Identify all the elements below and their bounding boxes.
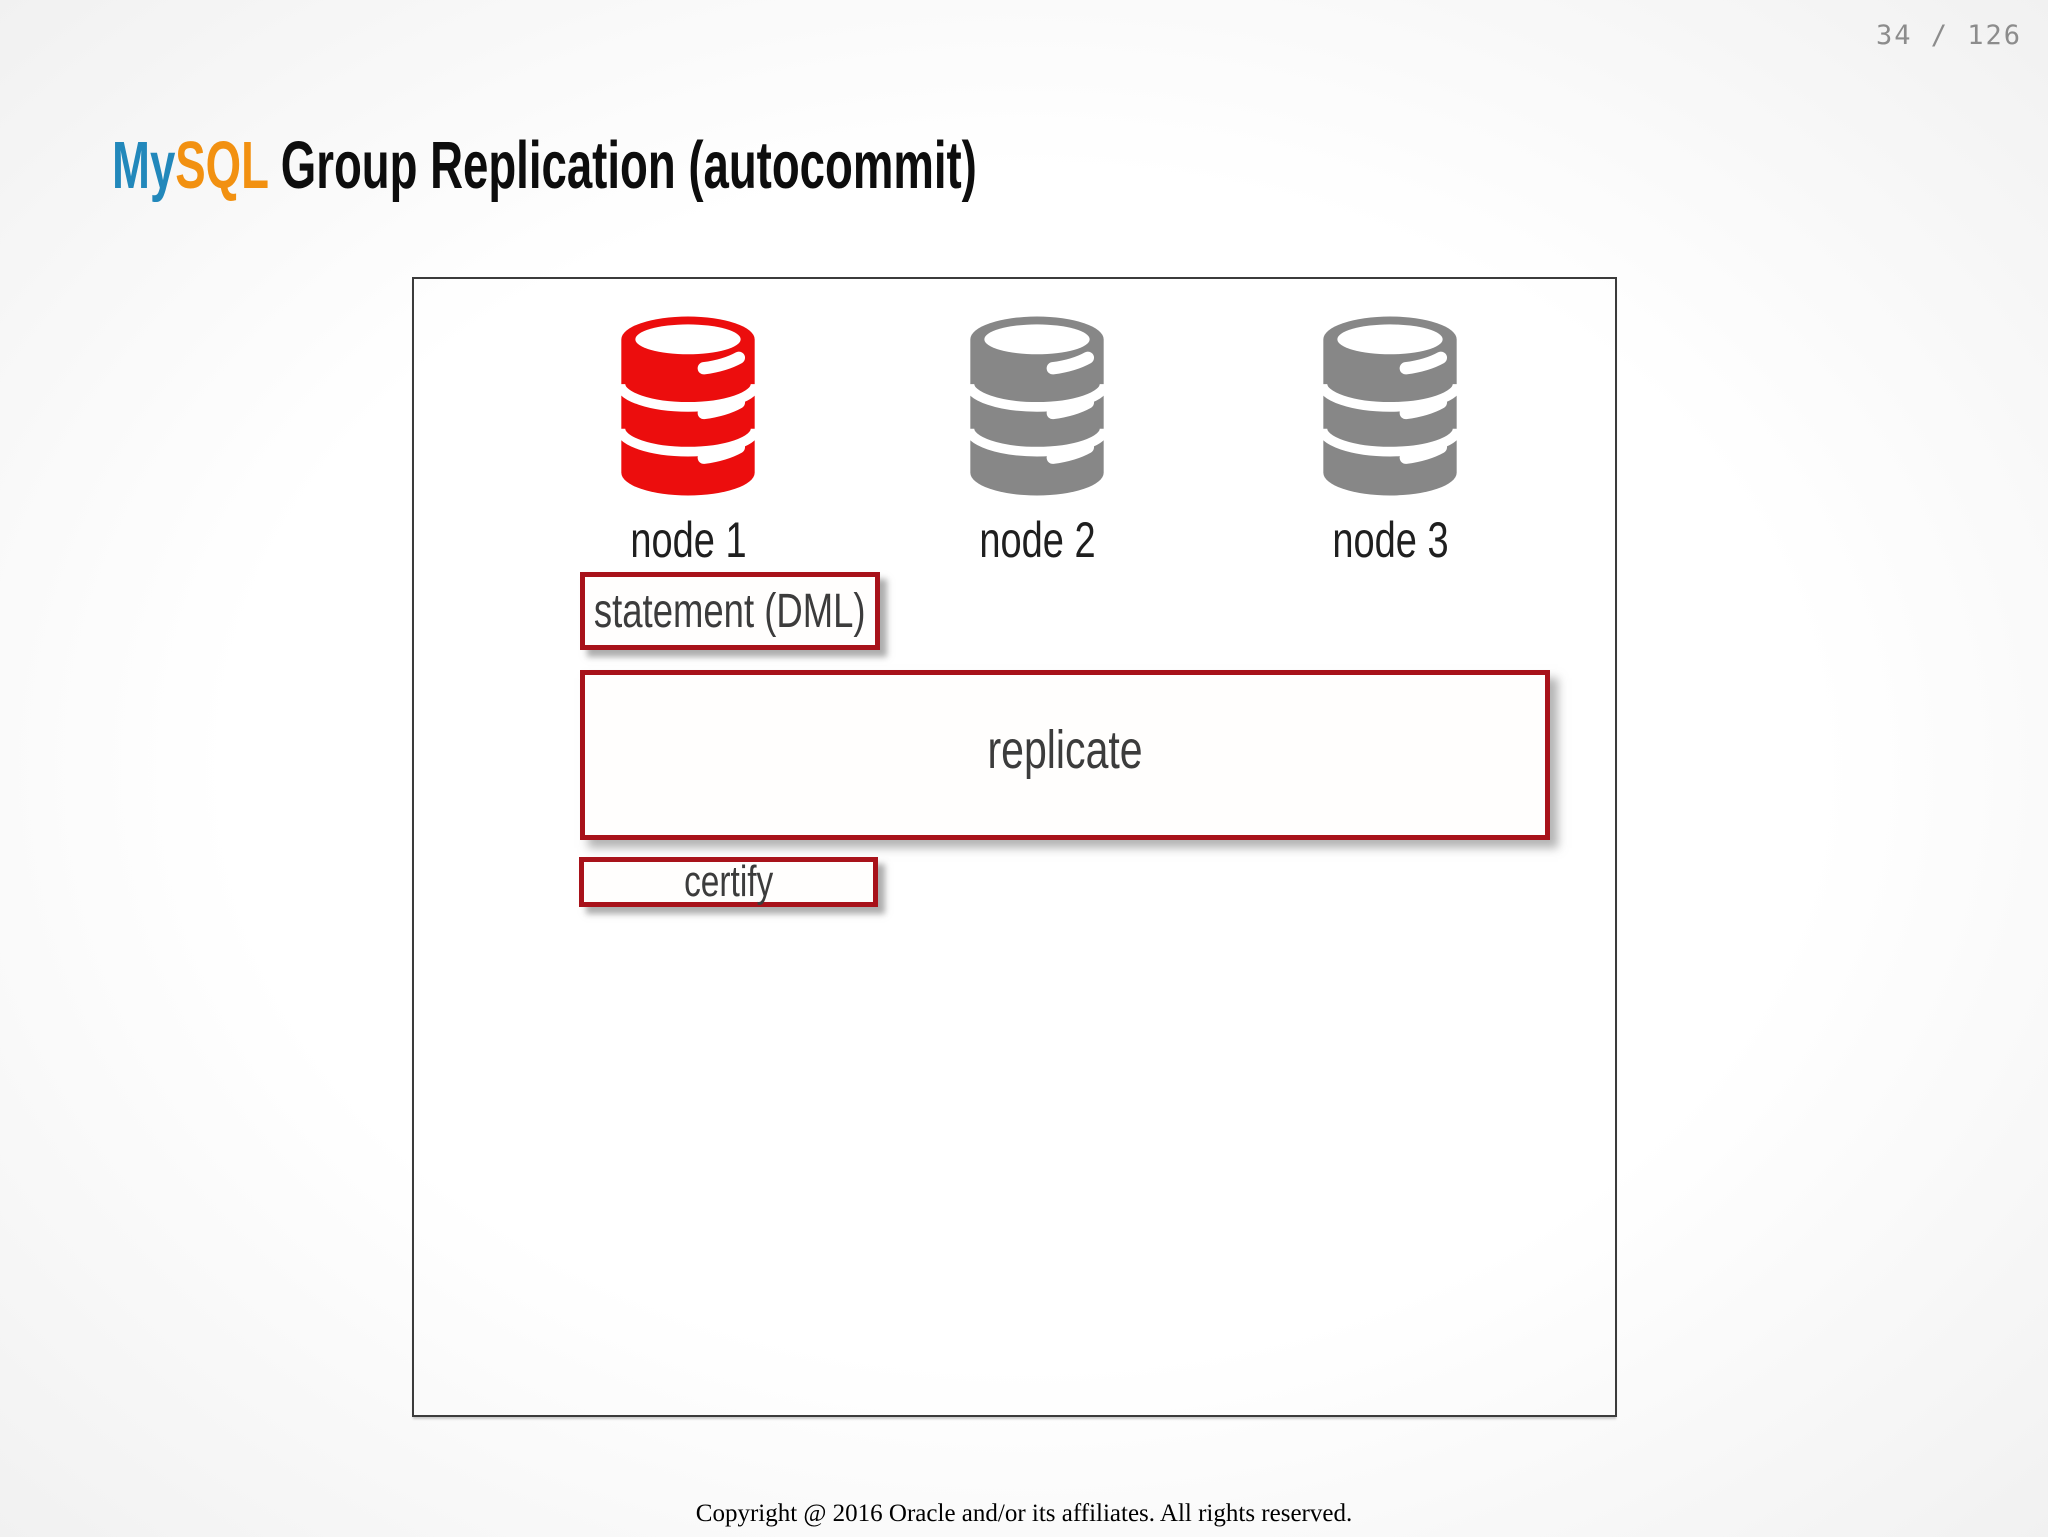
slide-title: MySQL Group Replication (autocommit) (112, 130, 977, 202)
title-brand-my: My (112, 128, 176, 203)
database-icon (615, 316, 761, 496)
node-3-group: node 3 (1260, 313, 1520, 567)
replicate-box: replicate (580, 670, 1550, 840)
node-2-group: node 2 (907, 313, 1167, 567)
certify-box: certify (579, 857, 878, 907)
copyright-notice: Copyright @ 2016 Oracle and/or its affil… (695, 1500, 1353, 1527)
node-3-label-text: node 3 (1331, 512, 1449, 568)
certify-label: certify (683, 857, 774, 906)
node-3-label: node 3 (1260, 513, 1520, 567)
replication-diagram-frame: node 1 node 2 node 3 statement (DML) (412, 277, 1617, 1417)
statement-dml-box: statement (DML) (580, 572, 880, 650)
database-icon (1317, 316, 1463, 496)
node-1-group: node 1 (558, 313, 818, 567)
page-number: 34 / 126 (1875, 20, 2022, 51)
node-2-label-text: node 2 (978, 512, 1096, 568)
statement-dml-label: statement (DML) (594, 584, 866, 638)
replicate-label: replicate (987, 720, 1143, 780)
title-rest: Group Replication (autocommit) (268, 128, 977, 203)
node-1-label: node 1 (558, 513, 818, 567)
node-1-label-text: node 1 (629, 512, 747, 568)
node-2-label: node 2 (907, 513, 1167, 567)
database-icon (964, 316, 1110, 496)
title-brand-sql: SQL (175, 128, 269, 203)
